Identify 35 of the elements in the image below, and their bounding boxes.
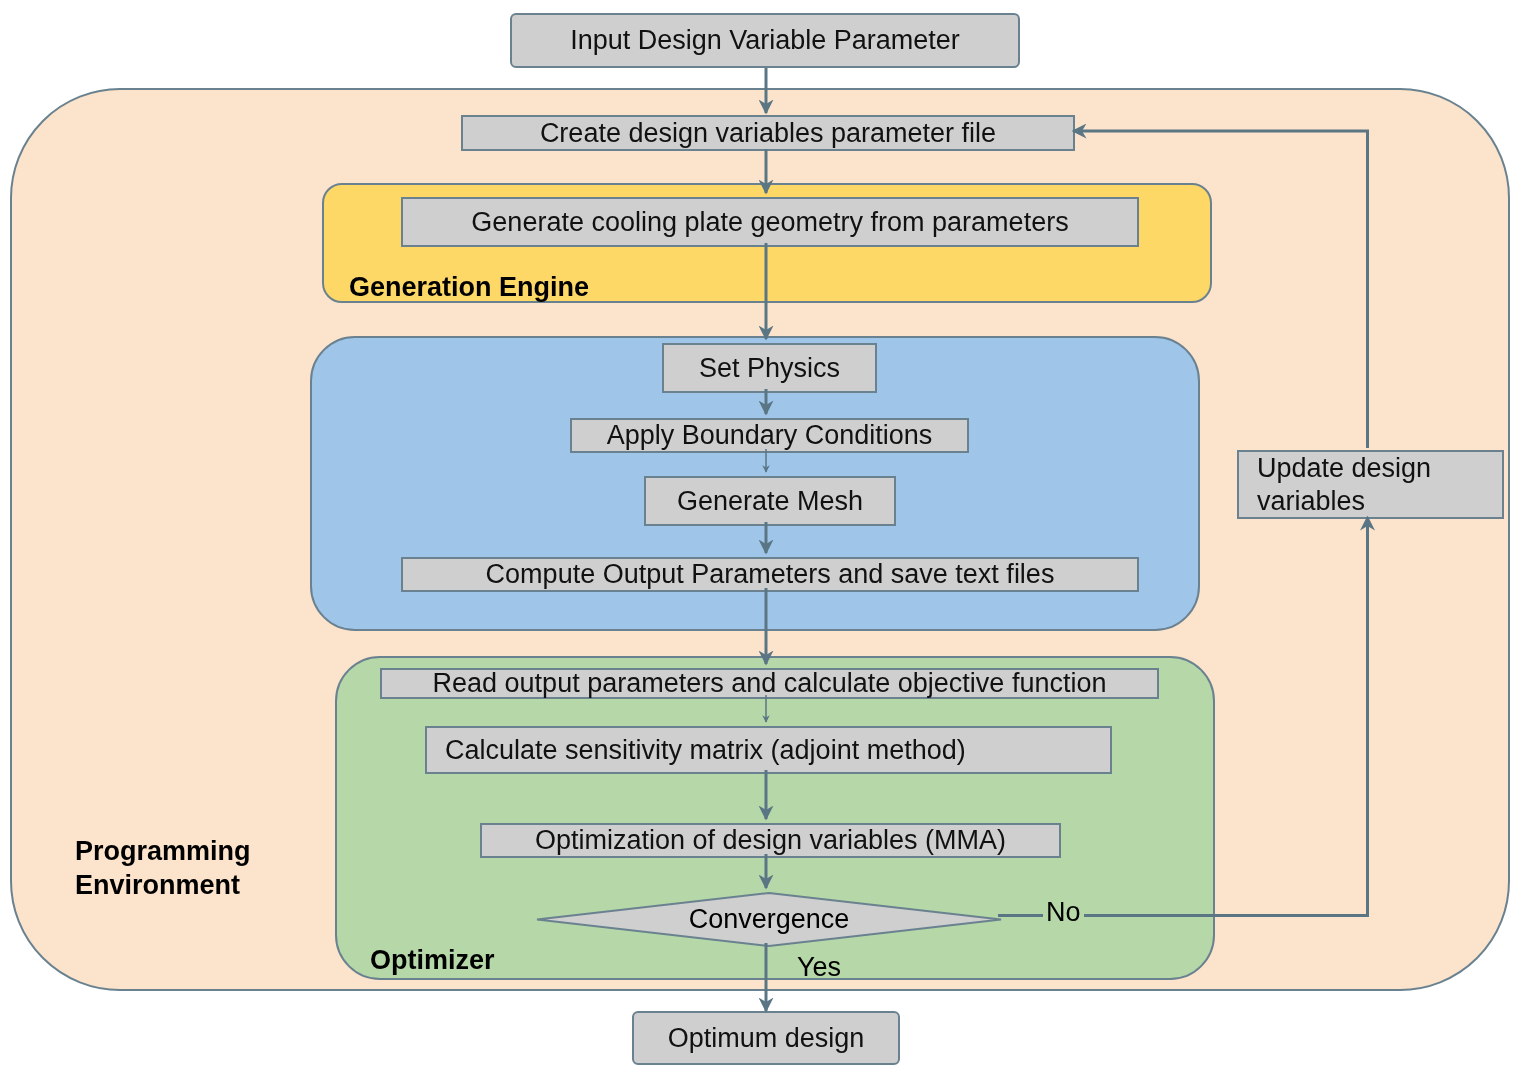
process-box: Optimization of design variables (MMA) (480, 823, 1061, 858)
process-box: Update design variables (1237, 450, 1504, 519)
group-panel (335, 656, 1215, 980)
arrow (762, 448, 770, 473)
arrow (758, 522, 774, 555)
process-box: Set Physics (662, 343, 877, 393)
arrow (758, 68, 774, 115)
arrow (758, 243, 774, 341)
arrow (1071, 123, 1369, 448)
arrow (758, 854, 774, 890)
process-box: Calculate sensitivity matrix (adjoint method) (425, 726, 1112, 774)
decision-diamond (536, 892, 1002, 947)
group-panel (10, 88, 1510, 991)
process-box: Apply Boundary Conditions (570, 418, 969, 453)
process-box: Compute Output Parameters and save text files (401, 557, 1139, 592)
arrow (758, 943, 774, 1013)
process-box: Generate Mesh (644, 476, 896, 526)
process-box: Input Design Variable Parameter (510, 13, 1020, 68)
process-box: Create design variables parameter file (461, 115, 1075, 151)
group-panel (310, 336, 1200, 631)
edge-label: Yes (796, 953, 843, 983)
decision-label: Convergence (688, 904, 850, 935)
process-box: Generate cooling plate geometry from parameters (401, 197, 1139, 247)
arrow (998, 515, 1375, 917)
group-label: Programming Environment (75, 835, 252, 902)
group-label: Generation Engine (349, 271, 591, 304)
process-box: Optimum design (632, 1011, 900, 1065)
process-box: Read output parameters and calculate objective function (380, 668, 1159, 699)
group-panel (322, 183, 1212, 303)
arrow (758, 588, 774, 666)
arrow (762, 694, 770, 723)
arrow (758, 389, 774, 416)
arrow (758, 149, 774, 195)
arrow (758, 770, 774, 821)
group-label: Optimizer (370, 944, 496, 977)
